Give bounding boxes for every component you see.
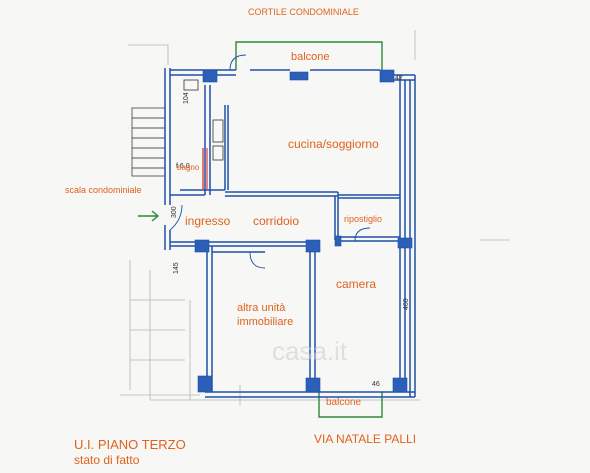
bedroom-label: camera	[336, 277, 377, 291]
street-label: VIA NATALE PALLI	[314, 432, 417, 446]
dim-top-right: 42	[395, 75, 403, 82]
dim-bath2: f.6.0	[176, 163, 190, 170]
stairs-label: scala condominiale	[65, 185, 142, 195]
bathroom-label: bagno	[177, 163, 200, 172]
dim-left: 300	[171, 206, 178, 218]
entry-arrow-icon	[138, 210, 160, 222]
dim-entry: 145	[173, 262, 180, 274]
stair-symbol	[131, 107, 166, 177]
corridor-label: corridoio	[253, 214, 300, 228]
plan-subtitle: stato di fatto	[74, 453, 140, 467]
door-swings	[169, 54, 371, 269]
bathroom-fixtures	[183, 79, 224, 190]
plan-title: U.I. PIANO TERZO	[74, 437, 186, 452]
dim-right: 460	[403, 298, 410, 310]
balcony-top-outline	[235, 41, 383, 72]
kitchen-living-label: cucina/soggiorno	[288, 137, 379, 151]
background-sketch	[120, 30, 510, 405]
other-unit-label: altra unità immobiliare	[237, 302, 294, 328]
courtyard-label: CORTILE CONDOMINIALE	[248, 7, 359, 17]
watermark: casa.it	[272, 336, 348, 366]
entrance-label: ingresso	[185, 214, 231, 228]
dim-bath: 104	[183, 92, 190, 104]
storage-label: ripostiglio	[344, 214, 383, 224]
balcony-bottom-label: balcone	[326, 397, 362, 408]
dimension-marks: 42 104 f.6.0 145 300 460 46	[171, 75, 410, 388]
wall-columns	[194, 69, 413, 393]
dim-bottom-right: 46	[372, 381, 380, 388]
balcony-top-label: balcone	[291, 51, 330, 63]
balcony-bottom-outline	[318, 392, 383, 418]
